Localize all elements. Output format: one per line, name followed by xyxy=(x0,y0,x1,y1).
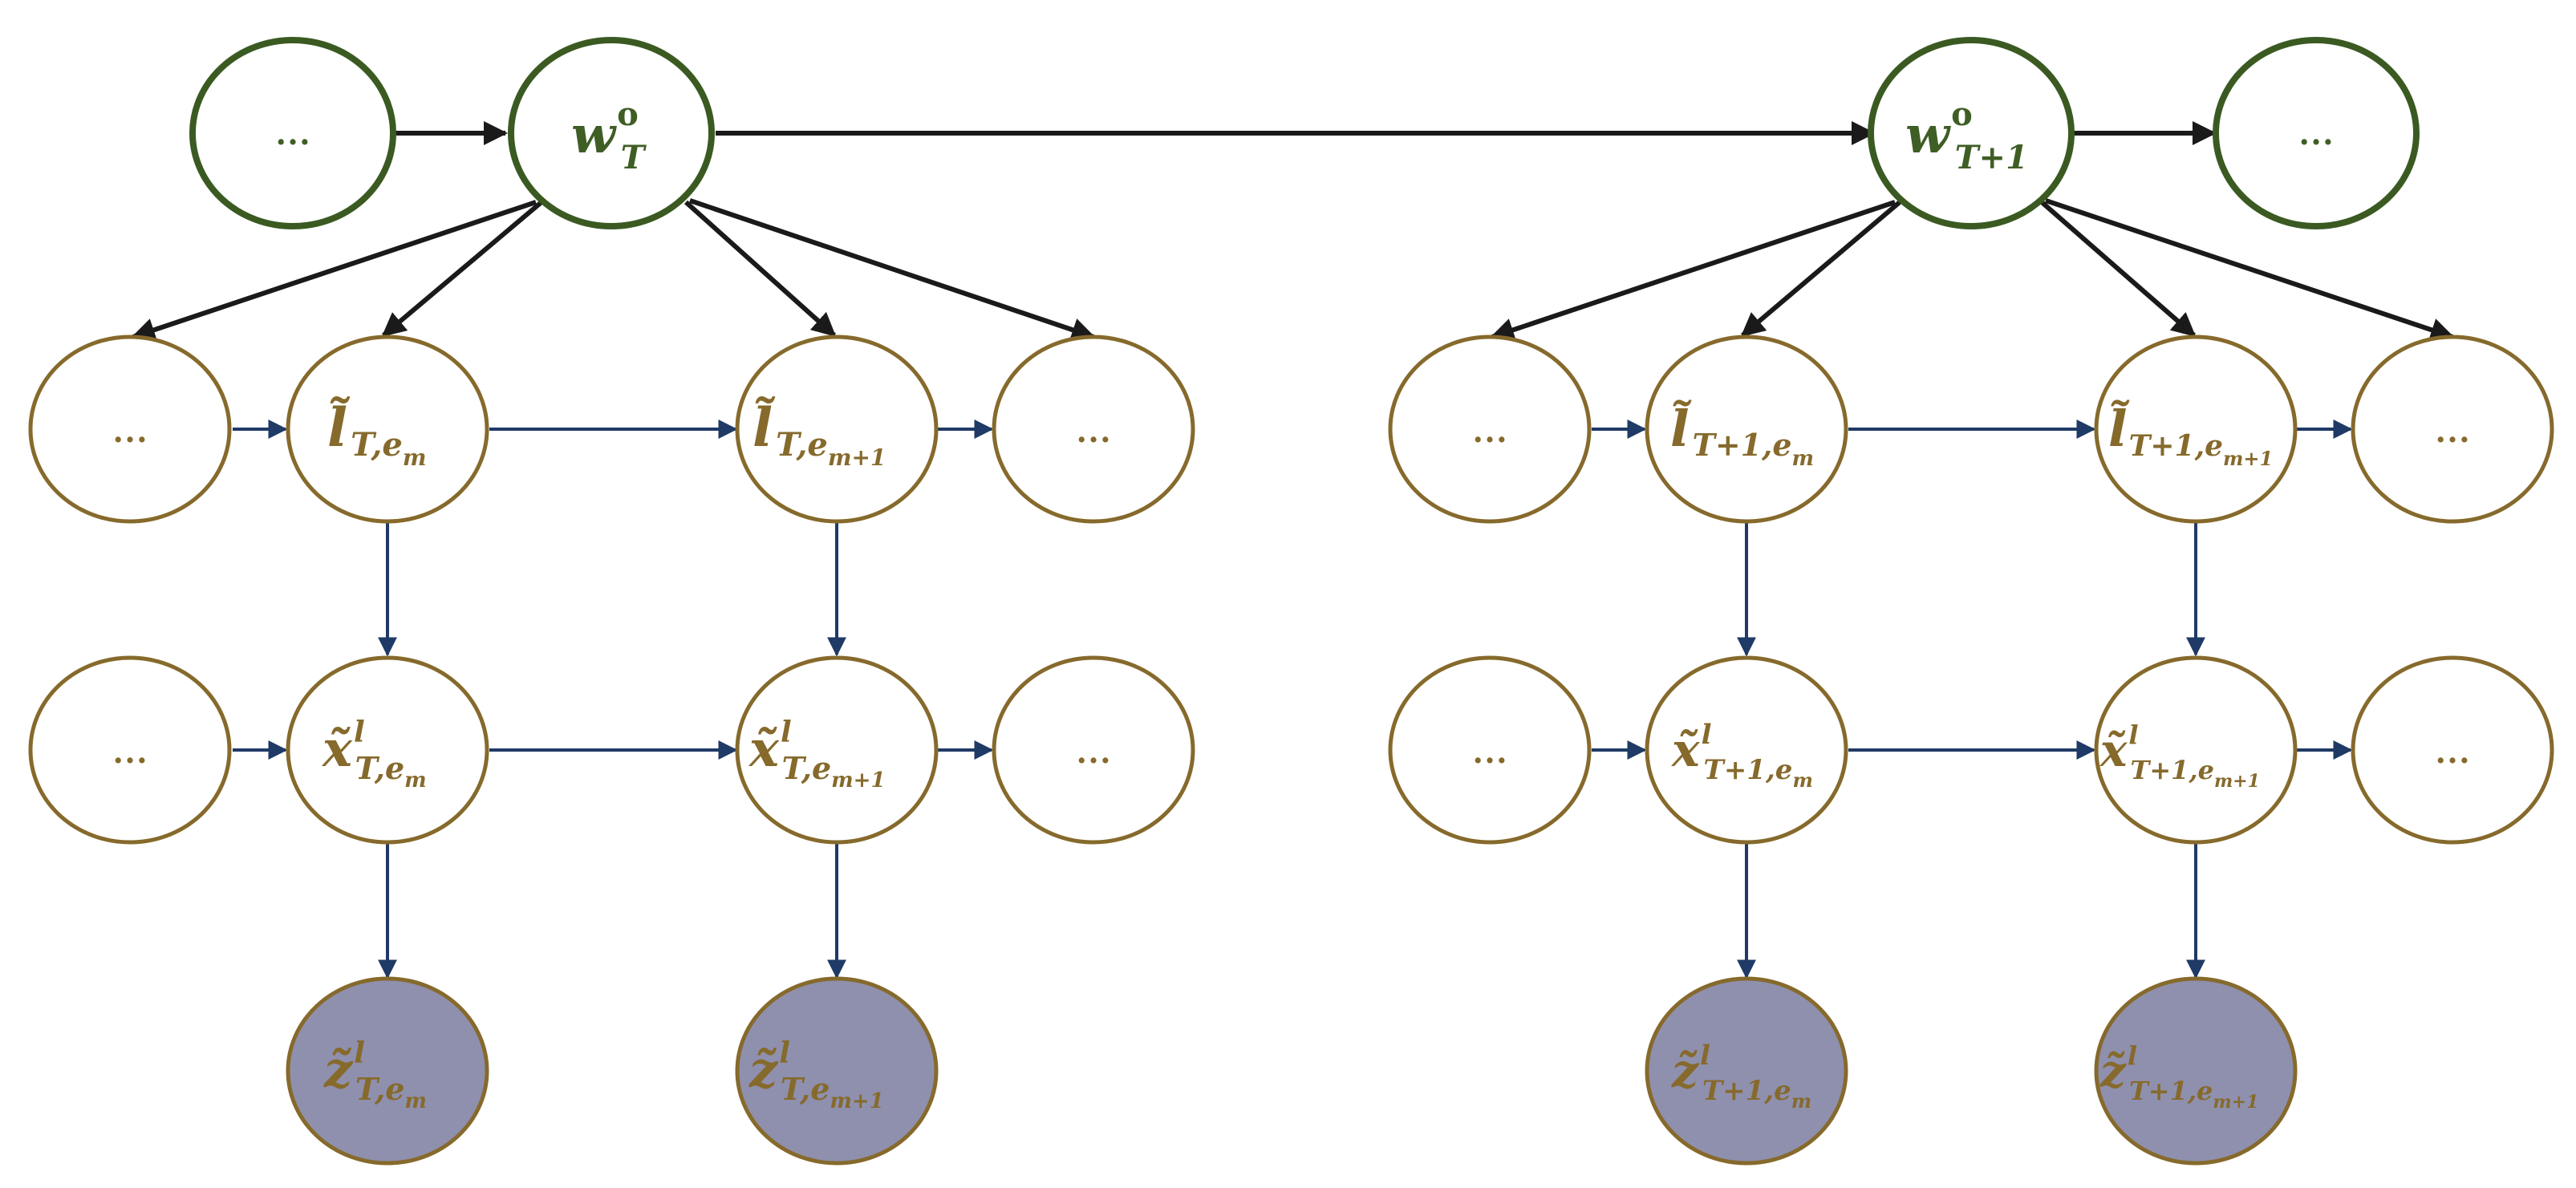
node-l-T1-em1: l̃T+1,em+1 xyxy=(2094,335,2298,524)
svg-text:woT: woT xyxy=(571,95,647,176)
svg-text:z̃lT,em+1: z̃lT,em+1 xyxy=(748,1036,884,1113)
svg-text:…: … xyxy=(275,113,310,152)
edge-wT-to-lTnext xyxy=(689,198,1096,342)
svg-text:z̃lT,em: z̃lT,em xyxy=(323,1036,427,1113)
svg-text:l̃T,em+1: l̃T,em+1 xyxy=(753,396,886,471)
svg-text:…: … xyxy=(2435,411,2470,450)
node-l-T1-prev-dots: … xyxy=(1388,335,1592,524)
edge-wT1-to-lT1em1 xyxy=(2040,200,2197,338)
edge-wT1-to-lT1next xyxy=(2045,198,2455,342)
node-w-right-dots: … xyxy=(2213,37,2420,229)
node-l-T-next-dots: … xyxy=(992,335,1195,524)
edge-wT1-to-lT1em xyxy=(1740,200,1901,338)
svg-text:x̃lT,em: x̃lT,em xyxy=(321,716,427,793)
svg-text:…: … xyxy=(1076,411,1111,450)
svg-text:x̃lT,em+1: x̃lT,em+1 xyxy=(748,716,886,793)
node-l-T-em: l̃T,em xyxy=(286,335,489,524)
svg-text:…: … xyxy=(1076,732,1111,771)
svg-text:woT+1: woT+1 xyxy=(1905,95,2028,176)
svg-text:l̃T+1,em+1: l̃T+1,em+1 xyxy=(2108,399,2273,470)
node-w-left-dots: … xyxy=(189,37,396,229)
edge-wT-to-lTprev xyxy=(131,200,537,342)
svg-text:z̃lT+1,em+1: z̃lT+1,em+1 xyxy=(2099,1040,2258,1113)
node-x-T-next-dots: … xyxy=(992,655,1195,845)
svg-text:z̃lT+1,em: z̃lT+1,em xyxy=(1671,1040,1811,1113)
svg-text:…: … xyxy=(1472,411,1507,450)
svg-text:…: … xyxy=(112,411,148,450)
svg-text:l̃T,em: l̃T,em xyxy=(327,396,426,471)
node-x-T-prev-dots: … xyxy=(28,655,232,845)
svg-text:…: … xyxy=(1472,732,1507,771)
node-l-T-em1: l̃T,em+1 xyxy=(735,335,939,524)
node-x-T1-next-dots: … xyxy=(2351,655,2554,845)
svg-text:l̃T+1,em: l̃T+1,em xyxy=(1670,399,1814,471)
edge-wT-to-lTem xyxy=(381,200,543,338)
node-l-T-prev-dots: … xyxy=(28,335,232,524)
svg-text:…: … xyxy=(2435,732,2470,771)
svg-text:…: … xyxy=(112,732,148,771)
node-l-T1-em: l̃T+1,em xyxy=(1645,335,1848,524)
edge-wT1-to-lT1prev xyxy=(1490,200,1896,342)
svg-text:x̃lT+1,em: x̃lT+1,em xyxy=(1670,719,1813,792)
svg-text:x̃lT+1,em+1: x̃lT+1,em+1 xyxy=(2099,720,2260,792)
node-l-T1-next-dots: … xyxy=(2351,335,2554,524)
node-x-T1-prev-dots: … xyxy=(1388,655,1592,845)
svg-text:…: … xyxy=(2298,113,2334,152)
edge-wT-to-lTem1 xyxy=(684,200,837,338)
